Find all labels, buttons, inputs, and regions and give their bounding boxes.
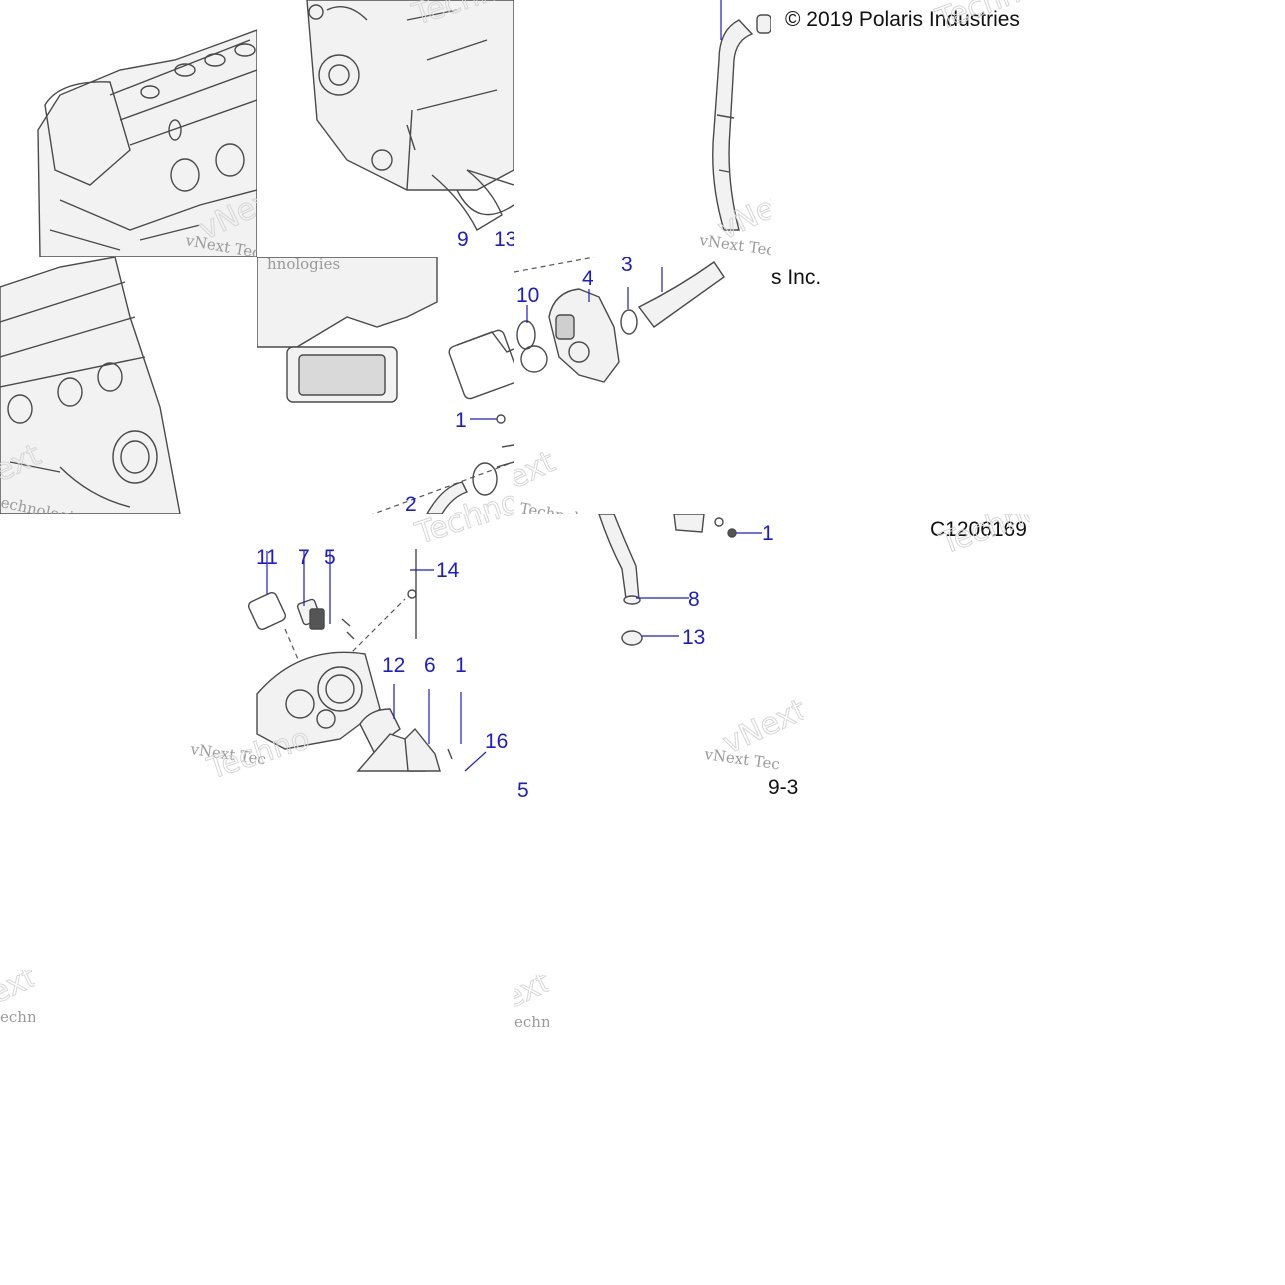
tile-crankcase-top-middle: Techno 9 13: [257, 0, 514, 257]
tile-engine-top-left: vNext Tec vNext: [0, 0, 257, 257]
copyright-text: © 2019 Polaris Industries: [785, 8, 1020, 31]
watermark-large: ext: [0, 970, 35, 1011]
coolant-hose-illustration: vNext Tec vNext 1 8 13 9-3: [598, 514, 804, 799]
tile-callout-five: 5: [514, 775, 544, 805]
tile-thermostat-row3: vNext Tec Techno Techno 11 7 5 14 12 6 1…: [190, 514, 515, 804]
tile-hose-row3-right: vNext Tec vNext 1 8 13 9-3: [514, 514, 804, 804]
callout: 7: [298, 546, 310, 569]
callout: 1: [762, 522, 774, 545]
callout: 8: [688, 588, 700, 611]
watermark: Technologies: [518, 499, 619, 514]
callout: 1: [455, 654, 467, 677]
callout: 11: [256, 546, 278, 569]
tile-fragment-left: ext echnc: [0, 970, 35, 1030]
tile-drawing-code: C1206169 Techno: [925, 514, 1030, 554]
thermostat-illustration: vNext Tec Techno Techno 11 7 5 14 12 6 1…: [190, 514, 515, 787]
callout: 6: [424, 654, 436, 677]
callout: 12: [382, 654, 405, 677]
watermark-large: Techno: [411, 514, 515, 552]
tile-waterpump-row2-right: Technologies ext 10 4 3: [514, 257, 771, 514]
engine-block-illustration: hnologies Techno 1 2: [257, 257, 514, 514]
watermark-large: vNext: [718, 692, 804, 761]
callout: 13: [682, 626, 705, 649]
callout: 2: [405, 493, 417, 514]
callout: 10: [516, 284, 539, 307]
drawing-code-fragment: 9-3: [768, 776, 798, 799]
engine-block-illustration: vNext Tec vNext: [37, 29, 257, 257]
callout: 13: [494, 228, 514, 251]
tile-copyright: © 2019 Polaris Industries Techno: [771, 0, 1028, 40]
callout: 14: [436, 559, 460, 582]
copyright-fragment: s Inc.: [771, 266, 821, 289]
watermark-large: ext: [514, 975, 549, 1016]
engine-block-illustration: Techno 9 13: [306, 0, 514, 251]
callout: 9: [457, 228, 469, 251]
watermark: hnologies: [267, 257, 340, 273]
tile-hose-top-right: vNext Technologies vNext: [514, 0, 771, 257]
coolant-hose-illustration: vNext Technologies vNext: [697, 0, 771, 257]
callout: 5: [517, 779, 529, 802]
tile-oilcooler-row2-middle: hnologies Techno 1 2: [257, 257, 514, 514]
callout: 1: [455, 409, 467, 432]
watermark-large: ext: [514, 444, 561, 496]
tile-copyright-fragment: s Inc.: [771, 257, 871, 297]
tile-fragment-middle: ext echnc: [514, 975, 549, 1035]
tile-engine-row2-left: echnologies ext: [0, 257, 257, 514]
callout: 16: [485, 730, 508, 753]
engine-block-illustration: echnologies ext: [0, 257, 181, 514]
drawing-code: C1206169: [930, 518, 1027, 541]
callout: 5: [324, 546, 336, 569]
water-pump-illustration: Technologies ext 10 4 3: [514, 257, 725, 514]
watermark: echnc: [514, 1013, 549, 1031]
watermark: echnc: [0, 1008, 35, 1026]
callout: 4: [582, 267, 594, 290]
callout: 3: [621, 257, 633, 276]
